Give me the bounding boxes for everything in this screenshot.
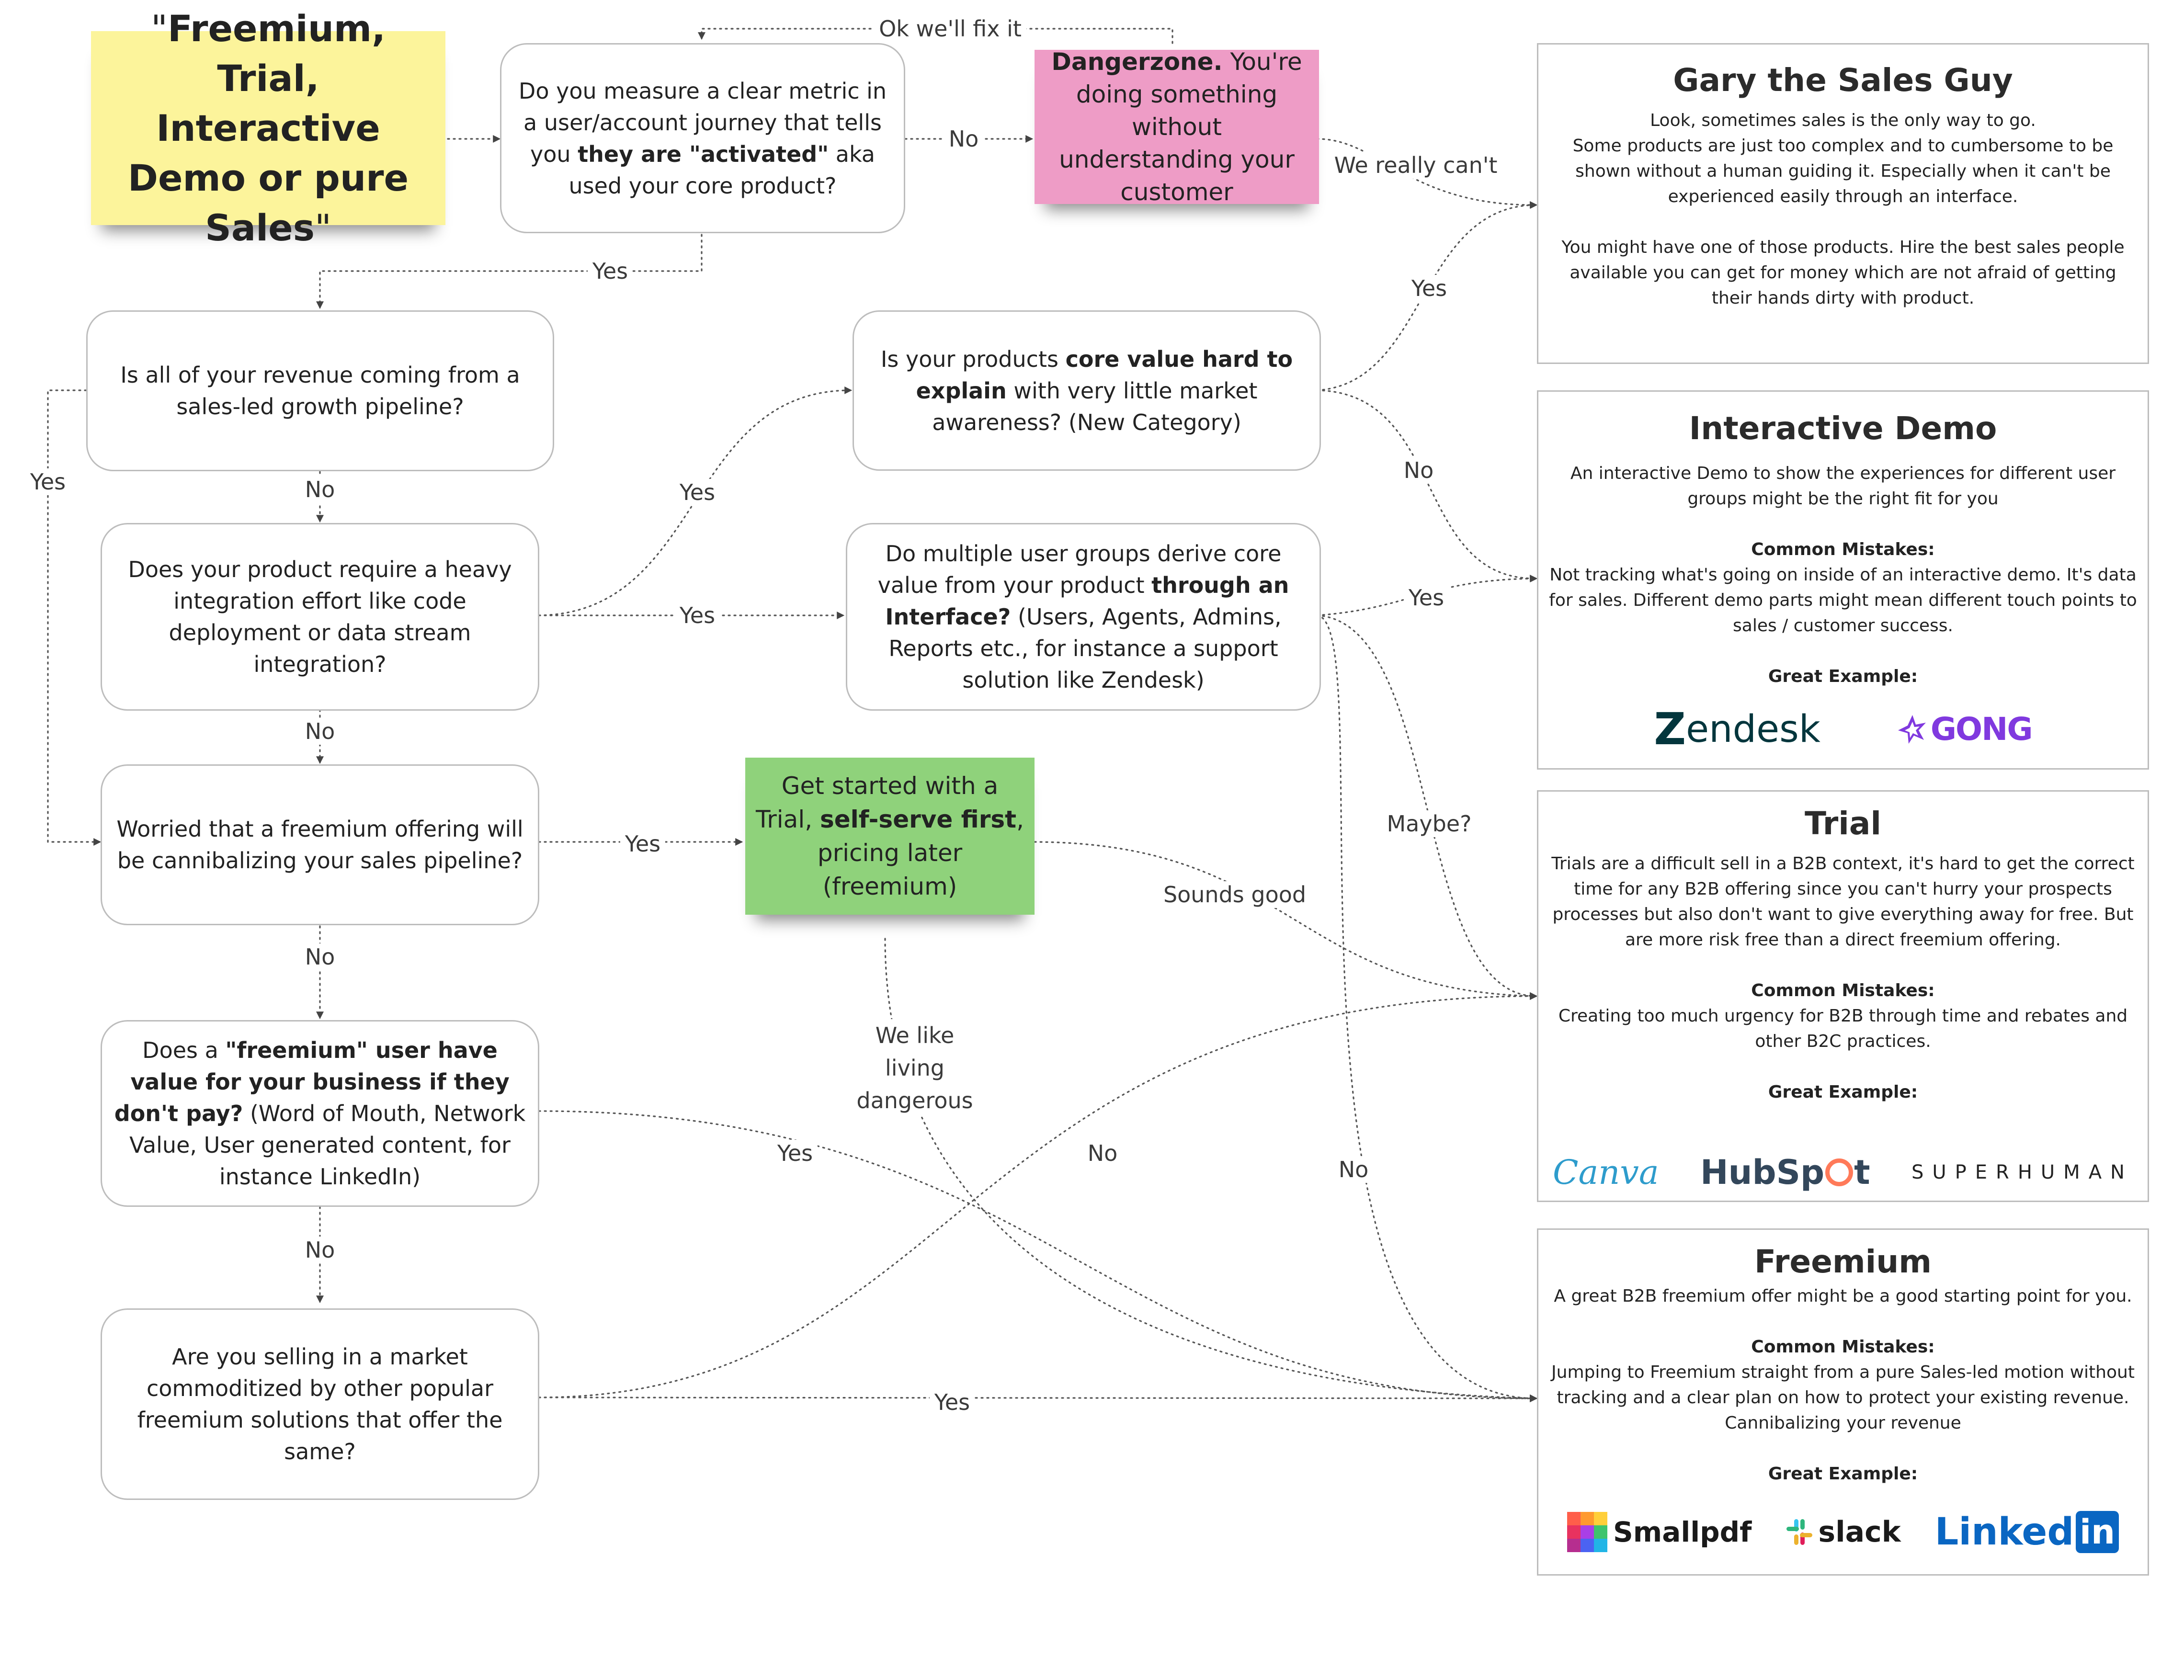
edge-label-yes-worried: Yes [620, 830, 666, 857]
edge-sounds-good [1034, 841, 1538, 1000]
panel-interactive-example-heading: Great Example: [1768, 667, 1918, 686]
edge-multi-yes [1316, 575, 1538, 616]
panel-freemium-p1: A great B2B freemium offer might be a go… [1554, 1286, 2132, 1306]
edge-danger-fix-loop [698, 28, 1173, 44]
canva-logo: Canva [1553, 1153, 1659, 1192]
edge-label-yes-multi-groups: Yes [674, 602, 720, 629]
dangerzone-sticky-note: Dangerzone. You're doing something witho… [1035, 48, 1319, 206]
edge-label-no-multi-groups: No [1333, 1156, 1374, 1183]
panel-trial-title: Trial [1804, 805, 1882, 842]
node-measure-metric: Do you measure a clear metric in a user/… [500, 43, 905, 233]
node-worried-freemium: Worried that a freemium offering will be… [101, 764, 539, 925]
node-revenue-sales-led: Is all of your revenue coming from a sal… [86, 310, 554, 471]
smallpdf-grid-icon [1567, 1512, 1607, 1552]
panel-gary-title: Gary the Sales Guy [1673, 62, 2013, 99]
title-sticky-note: "Freemium, Trial, Interactive Demo or pu… [91, 7, 445, 249]
panel-freemium-mistakes: Jumping to Freemium straight from a pure… [1551, 1362, 2135, 1433]
edge-commoditized-no [538, 992, 1538, 1398]
edge-label-yes-interactive: Yes [1403, 584, 1449, 611]
gong-logo: GONG [1897, 711, 2033, 748]
panel-interactive-mistakes-heading: Common Mistakes: [1751, 540, 1935, 559]
edge-revenue-yes [47, 389, 102, 846]
edge-label-no-worried: No [300, 943, 340, 970]
panel-trial: Trial Trials are a difficult sell in a B… [1537, 790, 2149, 1202]
panel-freemium-mistakes-heading: Common Mistakes: [1751, 1337, 1935, 1357]
node-multiple-user-groups: Do multiple user groups derive core valu… [846, 523, 1321, 711]
slack-logo: slack [1786, 1515, 1901, 1549]
edge-label-no-core-value: No [1399, 457, 1439, 484]
node-commoditized-market: Are you selling in a market commoditized… [101, 1308, 539, 1500]
title-bold: Freemium, Trial, Interactive Demo or pur… [127, 7, 409, 249]
edge-label-yes-commoditized: Yes [929, 1389, 975, 1416]
zendesk-mark-icon: Z [1654, 704, 1686, 755]
edge-label-really-cant: We really can't [1329, 152, 1502, 179]
panel-freemium-example-heading: Great Example: [1768, 1464, 1918, 1484]
panel-trial-mistakes-heading: Common Mistakes: [1751, 981, 1935, 1000]
panel-interactive-title: Interactive Demo [1689, 410, 1997, 447]
linkedin-in-icon: in [2076, 1511, 2119, 1553]
panel-gary-p1: Look, sometimes sales is the only way to… [1650, 111, 2036, 130]
edge-living-dangerous [884, 938, 1538, 1402]
edge-metric-yes [316, 234, 703, 309]
panel-gary-sales-guy: Gary the Sales Guy Look, sometimes sales… [1537, 43, 2149, 364]
node-heavy-integration: Does your product require a heavy integr… [101, 523, 539, 711]
panel-trial-p1: Trials are a difficult sell in a B2B con… [1551, 854, 2135, 950]
edge-commoditized-yes [538, 1394, 1538, 1402]
edge-label-yes-metric: Yes [587, 258, 633, 284]
edge-freemium-value-yes [538, 1110, 1538, 1402]
edge-label-no-commoditized: No [1082, 1140, 1123, 1167]
edge-label-no-revenue: No [300, 476, 340, 503]
node-freemium-value: Does a "freemium" user have value for yo… [101, 1020, 539, 1207]
edge-label-yes-core-value: Yes [674, 479, 720, 506]
edge-core-value-no [1316, 389, 1538, 583]
panel-interactive-demo: Interactive Demo An interactive Demo to … [1537, 390, 2149, 770]
edge-multi-no [1316, 614, 1538, 1402]
hubspot-sprocket-icon [1825, 1158, 1854, 1186]
edge-label-yes-gary: Yes [1406, 275, 1452, 302]
panel-trial-example-heading: Great Example: [1768, 1082, 1918, 1102]
edge-label-maybe: Maybe? [1382, 810, 1477, 837]
superhuman-logo: SUPERHUMAN [1911, 1161, 2133, 1183]
gong-star-icon [1898, 715, 1926, 744]
panel-gary-p2: Some products are just too complex and t… [1572, 136, 2114, 206]
edge-label-yes-revenue: Yes [25, 468, 71, 495]
edge-label-living-dangerous: We like living dangerous [838, 1019, 991, 1117]
panel-freemium-title: Freemium [1754, 1243, 1932, 1280]
edge-multi-maybe [1316, 614, 1538, 1000]
edge-label-sounds-good: Sounds good [1158, 881, 1311, 908]
panel-freemium: Freemium A great B2B freemium offer migh… [1537, 1228, 2149, 1576]
edge-label-no-integration: No [300, 718, 340, 745]
edge-label-no-danger: No [944, 125, 984, 152]
node-core-value-hard: Is your products core value hard to expl… [853, 310, 1321, 471]
panel-interactive-mistakes: Not tracking what's going on inside of a… [1549, 565, 2137, 636]
edge-label-yes-freemium-value: Yes [772, 1140, 818, 1167]
trial-self-serve-sticky-note: Get started with a Trial, self-serve fir… [745, 758, 1035, 915]
dangerzone-bold: Dangerzone. [1051, 48, 1223, 76]
smallpdf-logo: Smallpdf [1567, 1512, 1752, 1552]
edge-label-ok-fix: Ok we'll fix it [874, 15, 1026, 42]
panel-trial-mistakes: Creating too much urgency for B2B throug… [1558, 1006, 2128, 1051]
edge-label-no-freemium-value: No [300, 1237, 340, 1263]
panel-interactive-p1: An interactive Demo to show the experien… [1570, 464, 2116, 509]
panel-gary-p3: You might have one of those products. Hi… [1561, 238, 2125, 308]
title-text: "Freemium, Trial, Interactive Demo or pu… [127, 7, 409, 249]
slack-hash-icon [1786, 1519, 1813, 1545]
